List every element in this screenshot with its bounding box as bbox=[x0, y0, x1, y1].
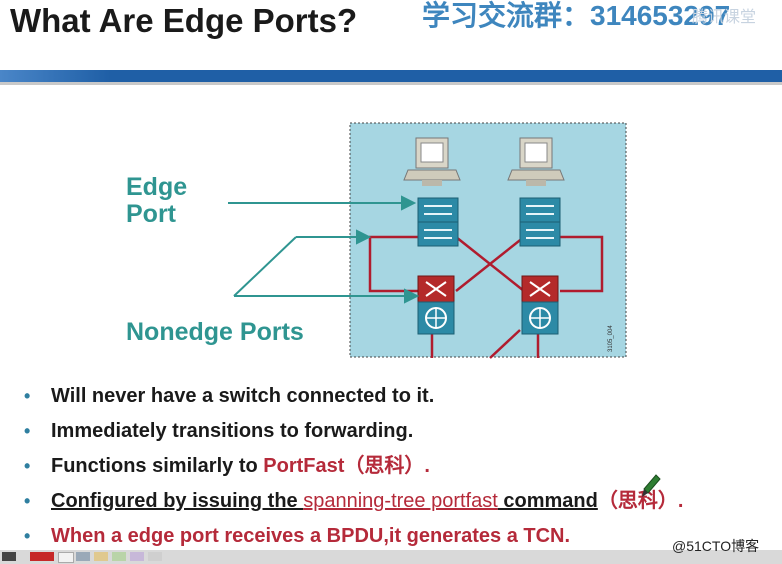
bullet-item: • Immediately transitions to forwarding. bbox=[22, 415, 683, 450]
bullet-list: • Will never have a switch connected to … bbox=[22, 380, 683, 555]
bullet-dot-icon: • bbox=[24, 456, 31, 476]
command-link[interactable]: spanning-tree portfast bbox=[303, 490, 498, 512]
taskbar-item[interactable] bbox=[30, 552, 54, 561]
edge-port-arrow bbox=[228, 195, 417, 211]
edge-port-label-line1: Edge bbox=[126, 173, 188, 201]
bullet-text-suffix: command bbox=[497, 490, 598, 512]
pen-cursor-icon bbox=[642, 474, 661, 497]
portfast-highlight: PortFast bbox=[263, 455, 345, 477]
taskbar bbox=[0, 550, 782, 564]
header-bar-accent bbox=[0, 70, 110, 82]
bullet-text-prefix: Configured by issuing the bbox=[51, 490, 304, 512]
network-diagram: 3105_004 bbox=[228, 122, 627, 359]
edge-port-label: Edge Port bbox=[126, 174, 187, 228]
group-banner-text: 学习交流群：314653297 bbox=[422, 0, 731, 31]
nonedge-ports-label: Nonedge Ports bbox=[126, 318, 304, 346]
header-bar bbox=[0, 70, 782, 82]
taskbar-item[interactable] bbox=[58, 552, 74, 563]
bullet-dot-icon: • bbox=[24, 386, 31, 406]
bullet-item: • When a edge port receives a BPDU,it ge… bbox=[22, 520, 683, 555]
bullet-text: When a edge port receives a BPDU,it gene… bbox=[51, 525, 571, 547]
multilayer-switch-icon bbox=[417, 275, 455, 335]
bullet-item: • Configured by issuing the spanning-tre… bbox=[22, 485, 683, 520]
bullet-item: • Functions similarly to PortFast（思科）. bbox=[22, 450, 683, 485]
taskbar-item[interactable] bbox=[94, 552, 108, 561]
taskbar-item[interactable] bbox=[148, 552, 162, 561]
bullet-text-prefix: Functions similarly to bbox=[51, 455, 264, 477]
bullet-text-suffix: （思科）. bbox=[344, 455, 430, 477]
taskbar-item[interactable] bbox=[130, 552, 144, 561]
figure-code: 3105_004 bbox=[608, 325, 614, 352]
multilayer-switch-icon bbox=[521, 275, 559, 335]
bullet-item: • Will never have a switch connected to … bbox=[22, 380, 683, 415]
edge-port-label-line2: Port bbox=[126, 200, 176, 228]
diagram-panel bbox=[349, 122, 627, 358]
switch-icon bbox=[519, 197, 561, 247]
page-title: What Are Edge Ports? bbox=[10, 2, 358, 39]
taskbar-item[interactable] bbox=[2, 552, 16, 561]
bullet-text: Will never have a switch connected to it… bbox=[51, 385, 435, 407]
watermark-top: 腾讯课堂 bbox=[692, 9, 757, 26]
pc-icon bbox=[403, 137, 461, 186]
watermark-bottom: @51CTO博客 bbox=[672, 538, 760, 554]
bullet-dot-icon: • bbox=[24, 526, 31, 546]
bullet-text-suffix-cn: （思科）. bbox=[597, 490, 684, 512]
taskbar-item[interactable] bbox=[76, 552, 90, 561]
bullet-dot-icon: • bbox=[24, 491, 31, 511]
taskbar-item[interactable] bbox=[112, 552, 126, 561]
red-links bbox=[368, 235, 604, 359]
switch-icon bbox=[417, 197, 459, 247]
header-bar-shadow bbox=[0, 82, 782, 85]
bullet-dot-icon: • bbox=[24, 421, 31, 441]
pc-icon bbox=[507, 137, 565, 186]
bullet-text: Immediately transitions to forwarding. bbox=[51, 420, 414, 442]
nonedge-port-arrows bbox=[233, 229, 420, 304]
